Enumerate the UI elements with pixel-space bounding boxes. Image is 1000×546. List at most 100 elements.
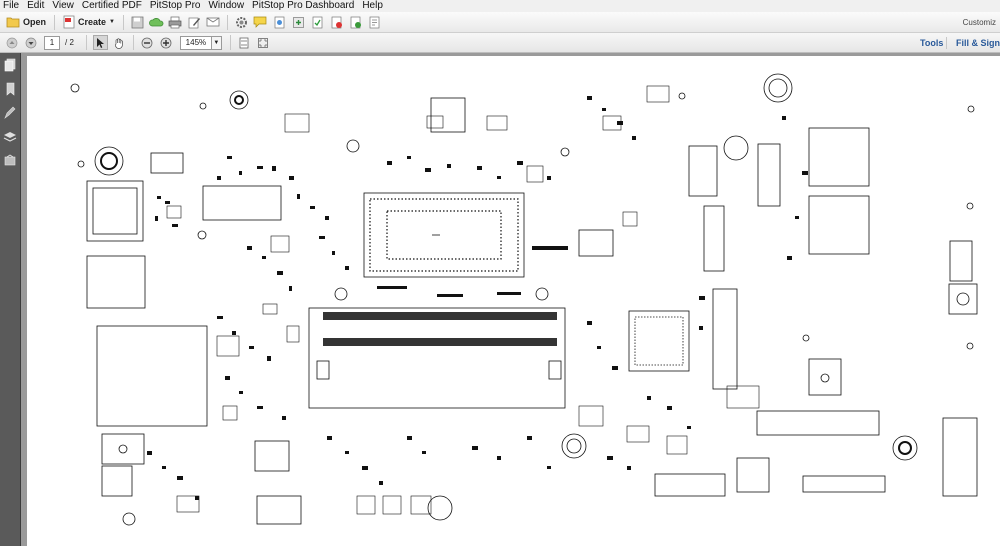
right-panel-divider [946,37,947,49]
component-cluster [166,85,760,515]
page-number-input[interactable]: 1 [44,35,60,50]
fit-page-icon[interactable] [237,35,252,50]
stamp-icon[interactable] [272,15,287,30]
menu-edit[interactable]: Edit [27,0,45,11]
mounting-hole [77,160,85,168]
toolbar-divider [226,14,228,30]
gear-icon[interactable] [234,15,249,30]
menu-view[interactable]: View [52,0,74,11]
mounting-hole [892,435,918,461]
pitstop-icon[interactable] [291,15,306,30]
mounting-hole [197,230,207,240]
zoom-in-icon[interactable] [159,35,174,50]
print-icon[interactable] [168,15,183,30]
menu-pitstop-dashboard[interactable]: PitStop Pro Dashboard [252,0,355,11]
regulator [578,229,614,257]
mounting-hole [967,105,975,113]
preflight-icon[interactable] [310,15,325,30]
connector-header [736,457,770,493]
usb-connector [808,195,870,255]
zoom-level-input[interactable]: 145% [179,35,212,50]
mounting-hole [234,95,244,105]
zoom-dropdown-icon[interactable]: ▼ [211,35,222,50]
mounting-hole [561,433,587,459]
menu-certified-pdf[interactable]: Certified PDF [81,0,142,11]
connector-header [802,475,886,493]
page-total: / 2 [65,38,74,47]
power-button [948,283,978,315]
card-reader [96,325,208,427]
edit-icon[interactable] [187,15,202,30]
mounting-hole [768,78,788,98]
pch-chip [628,310,690,372]
ffc-connector [756,410,880,436]
usb-connector [86,180,144,242]
toolbar-divider [85,35,87,50]
audio-jack [101,433,145,465]
memory-slot [308,307,566,409]
create-button[interactable]: Create ▼ [59,14,119,31]
mounting-hole [100,152,118,170]
fill-sign-link[interactable]: Fill & Sign [956,38,1000,48]
mounting-hole [334,287,348,301]
usb-connector [808,127,870,187]
inspector-icon[interactable] [367,15,382,30]
mounting-hole [723,135,749,161]
customize-button[interactable]: Customiz [962,18,996,27]
menu-help[interactable]: Help [362,0,383,11]
page-thumbnails-icon[interactable] [3,58,17,72]
connector-header [757,143,781,207]
page-down-icon[interactable] [23,35,38,50]
create-pdf-icon [63,15,75,29]
tools-link[interactable]: Tools [920,38,944,48]
report-icon[interactable] [348,15,363,30]
mounting-hole [966,342,974,350]
mounting-hole [346,139,360,153]
cpu-package [363,192,525,278]
menu-file[interactable]: File [3,0,20,11]
pcb-layout-page[interactable] [27,56,1000,546]
bookmark-icon[interactable] [3,82,17,96]
mounting-hole [802,334,810,342]
document-viewer[interactable] [21,53,1000,546]
page-up-icon[interactable] [4,35,19,50]
toolbar-divider [122,14,124,30]
navigation-pane [0,53,21,546]
mounting-hole [535,287,549,301]
mail-icon[interactable] [206,15,221,30]
open-button[interactable]: Open [2,14,50,31]
cloud-upload-icon[interactable] [149,15,164,30]
mounting-hole [763,73,793,103]
mounting-hole [427,495,453,521]
menu-pitstop-pro[interactable]: PitStop Pro [149,0,201,11]
action-list-icon[interactable] [329,15,344,30]
navigation-toolbar: 1 / 2 145% ▼ Tools Fill & Sign [0,33,1000,53]
connector-header [688,145,718,197]
open-label: Open [23,17,47,27]
regulator [150,152,184,174]
layers-icon[interactable] [3,130,17,144]
comment-icon[interactable] [253,15,268,30]
attachments-icon[interactable] [3,154,17,168]
select-tool-icon[interactable] [92,35,108,50]
menu-bar: File Edit View Certified PDF PitStop Pro… [0,0,1000,12]
mounting-hole [560,147,570,157]
connector-header [256,495,302,525]
full-screen-icon[interactable] [256,35,271,50]
mounting-hole [70,83,80,93]
menu-window[interactable]: Window [208,0,245,11]
zoom-out-icon[interactable] [140,35,155,50]
connector-header [430,97,466,133]
connector-header [703,205,725,272]
mounting-hole [678,92,686,100]
signature-pen-icon[interactable] [3,106,17,120]
mounting-hole [966,202,974,210]
save-icon[interactable] [130,15,145,30]
create-label: Create [78,17,107,27]
main-toolbar: Open Create ▼ [0,12,1000,33]
ec-chip [254,440,290,472]
mounting-hole [566,438,582,454]
hand-tool-icon[interactable] [112,35,127,50]
toolbar-divider [132,35,134,50]
pcb-board-drawing [70,73,978,526]
